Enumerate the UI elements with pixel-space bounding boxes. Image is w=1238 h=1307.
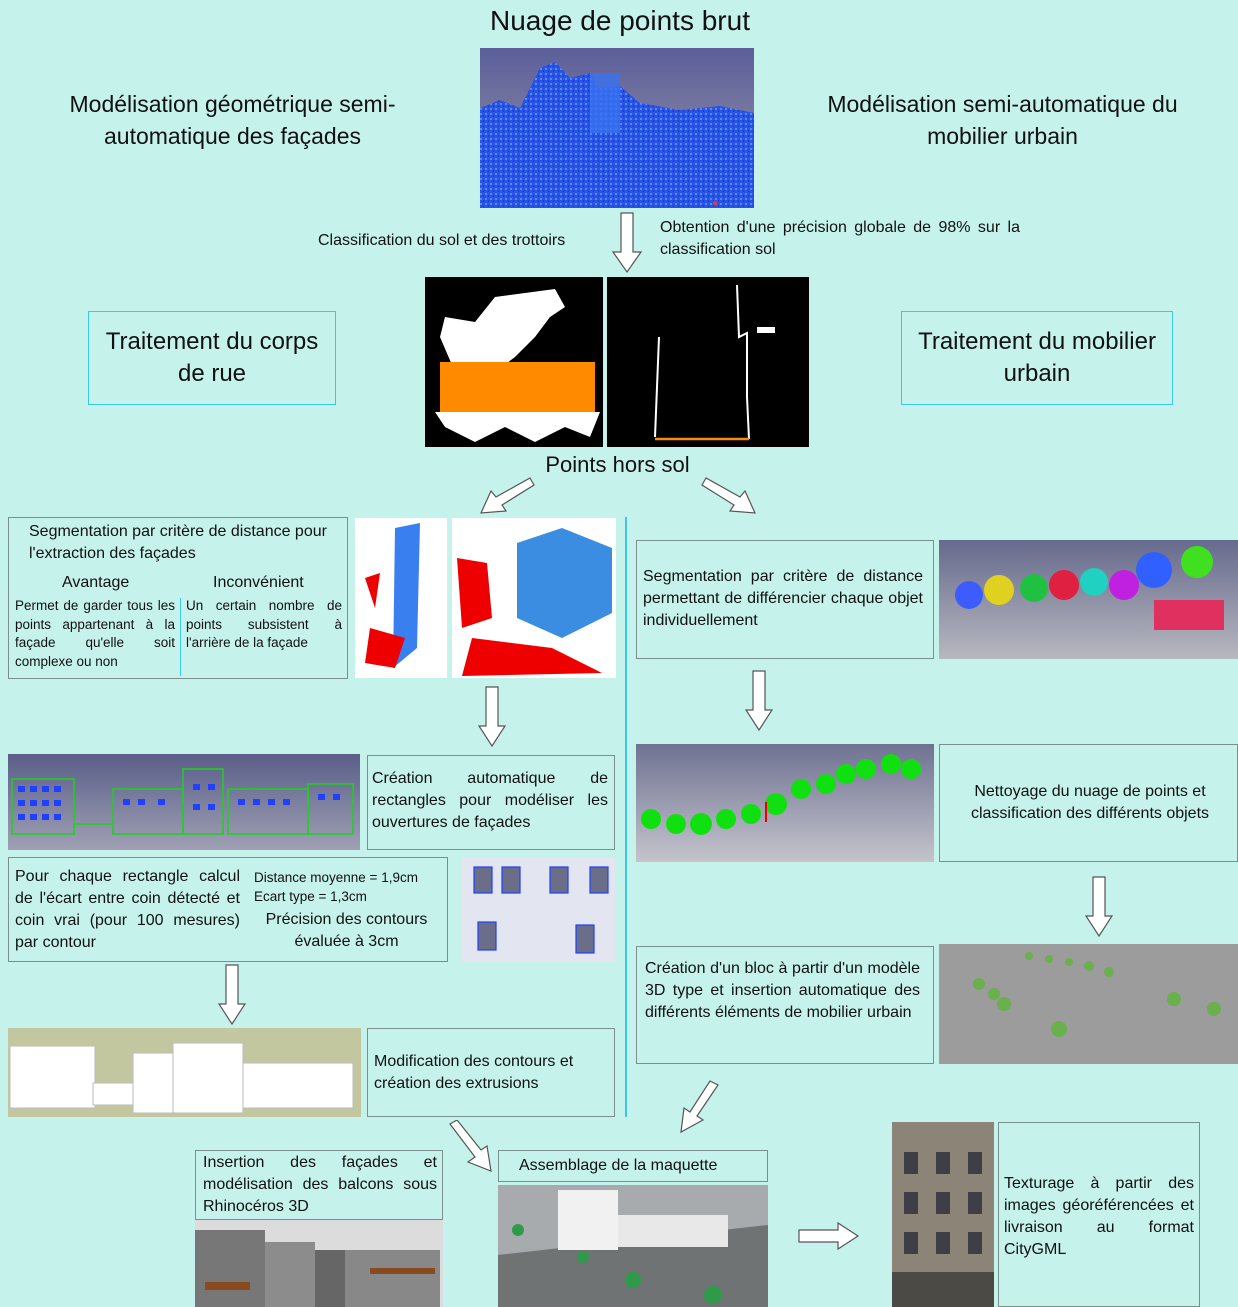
arrow-down-icon (1085, 876, 1113, 938)
facade-segmentation-image-2 (452, 518, 616, 678)
arrow-down-icon (218, 964, 246, 1026)
raw-point-cloud-image (480, 48, 754, 208)
ground-classification-image-right (607, 277, 809, 447)
column-divider (625, 517, 627, 1117)
arrow-down-icon (478, 686, 506, 748)
ecart-box: Pour chaque rectangle calcul de l'écart … (8, 857, 448, 962)
insertion-box: Insertion des façades et modélisation de… (195, 1150, 443, 1220)
right-heading: Modélisation semi-automatique du mobilie… (827, 91, 1178, 149)
facade-segmentation-image-1 (355, 518, 447, 678)
box-mobilier: Traitement du mobilier urbain (901, 311, 1173, 405)
texturage-text: Texturage à partir des images géoréféren… (1004, 1175, 1194, 1258)
ecart-text: Pour chaque rectangle calcul de l'écart … (15, 868, 240, 951)
texture-facade-image (892, 1122, 994, 1307)
arrow-down-icon (612, 212, 642, 274)
precision-contours: Précision des contours évaluée à 3cm (265, 911, 428, 950)
extrusions-box: Modification des contours et création de… (367, 1028, 615, 1117)
seg-objets-box: Segmentation par critère de distance per… (636, 540, 934, 659)
precision-text: Obtention d'une précision globale de 98%… (660, 219, 1020, 258)
arrow-down-right-icon (701, 477, 756, 514)
points-hors-sol-label: Points hors sol (545, 452, 690, 477)
object-segmentation-image (939, 540, 1238, 659)
arrow-right-icon (798, 1222, 860, 1250)
seg-facades-title: Segmentation par critère de distance pou… (29, 523, 327, 562)
assemblage-box: Assemblage de la maquette (498, 1150, 768, 1182)
tree-classification-image (636, 744, 934, 862)
contour-detail-image (462, 857, 615, 962)
page-title: Nuage de points brut (490, 5, 750, 36)
bloc-text: Création d'un bloc à partir d'un modèle … (645, 960, 920, 1021)
seg-objets-text: Segmentation par critère de distance per… (643, 568, 923, 629)
extrusions-text: Modification des contours et création de… (374, 1053, 574, 1092)
classification-label: Classification du sol et des trottoirs (318, 232, 566, 249)
advantage-label: Avantage (62, 574, 130, 591)
rectangles-box: Création automatique de rectangles pour … (367, 755, 615, 850)
distance-moyenne: Distance moyenne = 1,9cm (254, 870, 418, 885)
column-separator (180, 598, 181, 676)
maquette-image (498, 1185, 768, 1307)
drawback-text: Un certain nombre de points subsistent à… (186, 598, 342, 650)
seg-facades-box: Segmentation par critère de distance pou… (8, 517, 348, 679)
mobilier-3d-image (939, 944, 1238, 1064)
arrow-down-left-icon (680, 1080, 719, 1134)
drawback-label: Inconvénient (213, 574, 304, 591)
rhino-balcons-image (195, 1220, 443, 1307)
arrow-down-left-icon (480, 477, 535, 514)
advantage-text: Permet de garder tous les points apparte… (15, 598, 175, 669)
ecart-type: Ecart type = 1,3cm (254, 889, 367, 904)
nettoyage-text: Nettoyage du nuage de points et classifi… (970, 783, 1210, 822)
arrow-down-icon (745, 670, 773, 732)
nettoyage-box: Nettoyage du nuage de points et classifi… (939, 744, 1238, 862)
box-corps-rue: Traitement du corps de rue (88, 311, 336, 405)
bloc-box: Création d'un bloc à partir d'un modèle … (636, 946, 934, 1064)
texturage-box: Texturage à partir des images géoréféren… (998, 1122, 1200, 1307)
insertion-text: Insertion des façades et modélisation de… (203, 1154, 437, 1215)
extrusions-image (8, 1028, 361, 1117)
assemblage-text: Assemblage de la maquette (519, 1157, 718, 1174)
rectangles-text: Création automatique de rectangles pour … (372, 770, 608, 831)
left-heading: Modélisation géométrique semi-automatiqu… (69, 91, 396, 149)
arrow-down-right-icon (449, 1120, 492, 1172)
facade-rectangles-image (8, 754, 360, 850)
ground-classification-image-left (425, 277, 603, 447)
